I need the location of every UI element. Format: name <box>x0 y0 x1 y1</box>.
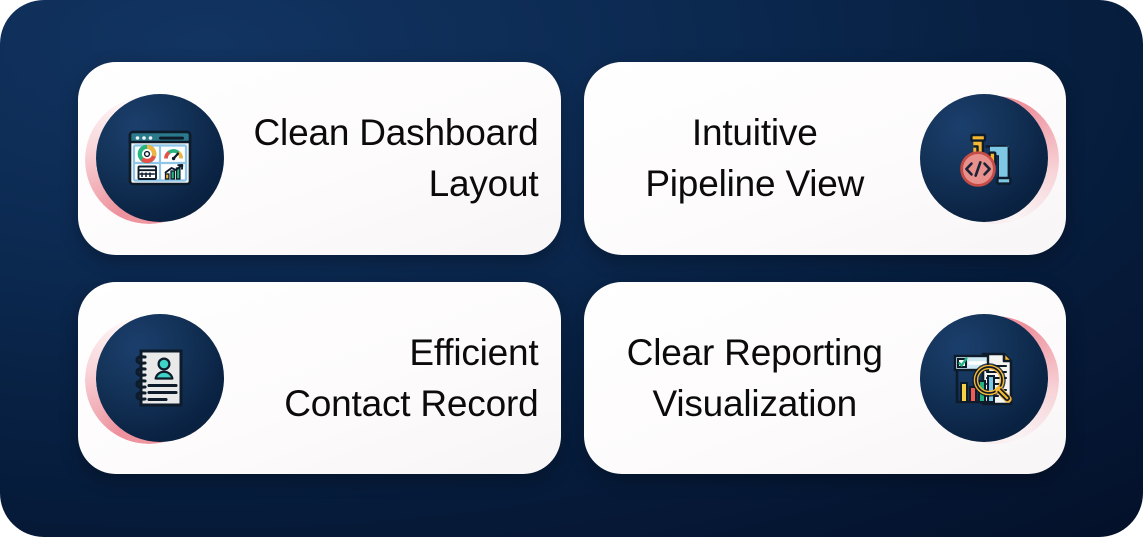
feature-card-intuitive-pipeline-view[interactable]: Intuitive Pipeline View <box>583 62 1066 255</box>
feature-card-grid: Clean Dashboard Layout <box>78 62 1066 474</box>
icon-badge <box>920 313 1059 444</box>
feature-card-efficient-contact-record[interactable]: Efficient Contact Record <box>78 281 561 474</box>
contact-notebook-icon <box>135 349 183 407</box>
feature-card-clean-dashboard-layout[interactable]: Clean Dashboard Layout <box>78 62 561 255</box>
card-label: Intuitive Pipeline View <box>645 112 865 205</box>
card-label: Efficient Contact Record <box>284 331 539 424</box>
card-label: Clean Dashboard Layout <box>253 112 539 205</box>
code-pipeline-icon <box>960 134 1012 188</box>
icon-disc <box>920 94 1048 223</box>
icon-disc <box>920 313 1048 442</box>
icon-badge <box>920 94 1059 225</box>
card-label: Clear Reporting Visualization <box>626 331 883 424</box>
dashboard-layout-icon <box>128 130 192 186</box>
icon-disc <box>96 313 224 442</box>
icon-badge <box>85 94 224 225</box>
icon-badge <box>85 313 224 444</box>
feature-card-clear-reporting-visualization[interactable]: Clear Reporting Visualization <box>583 281 1066 474</box>
icon-disc <box>96 94 224 223</box>
report-analysis-icon <box>953 352 1013 406</box>
